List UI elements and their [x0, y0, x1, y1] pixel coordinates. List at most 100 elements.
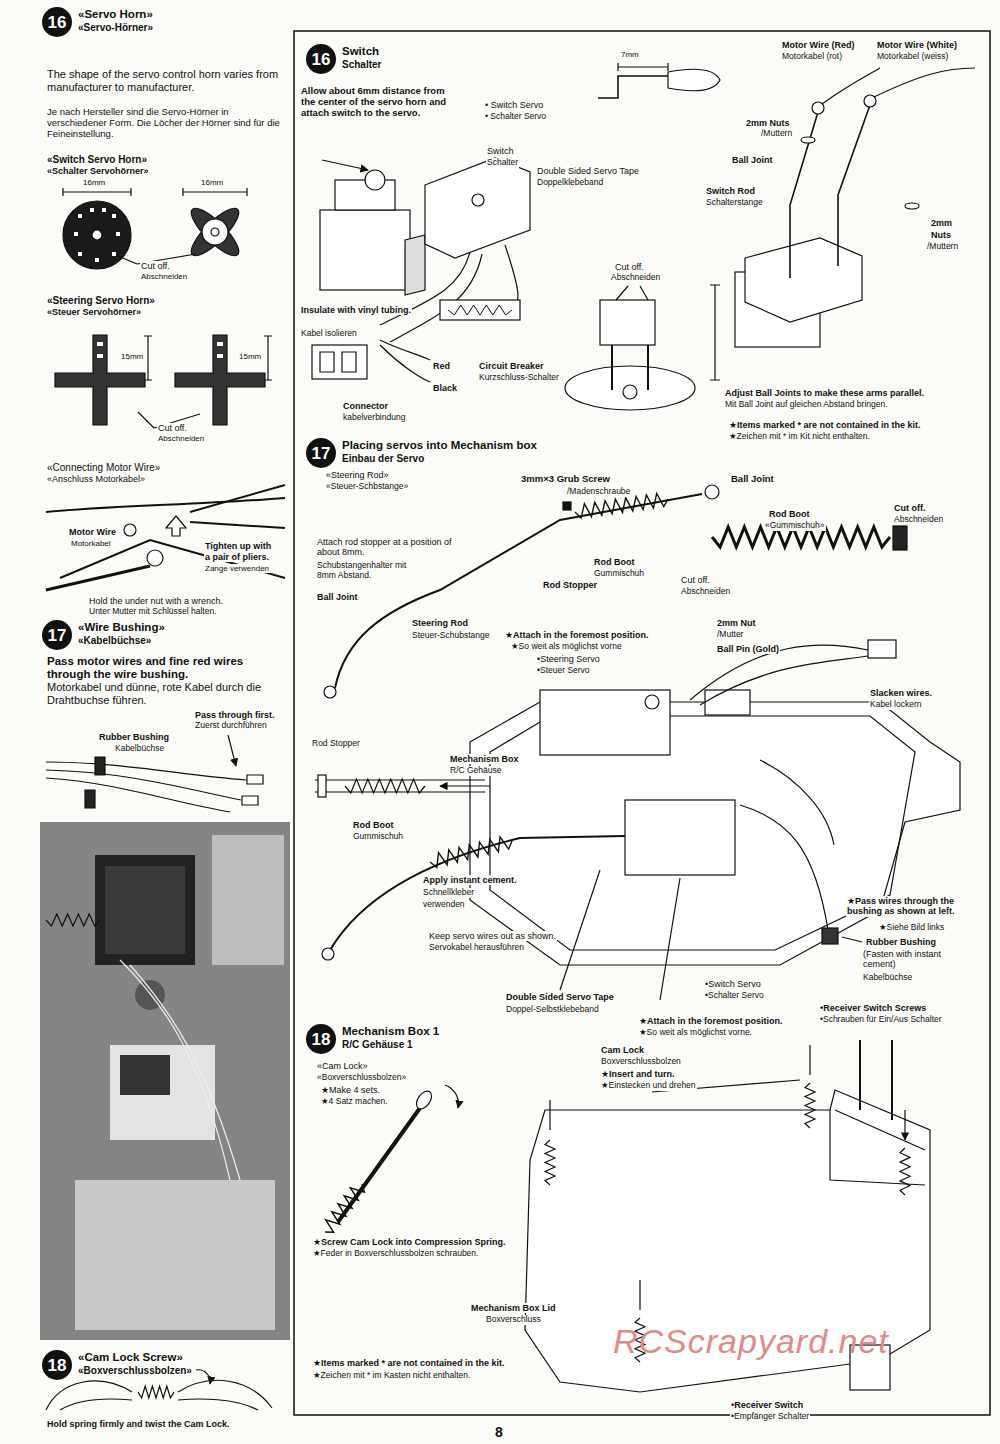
- step-heading: «Wire Bushing»«Kabelbüchse»: [78, 621, 165, 647]
- part-label: Abschneiden: [893, 515, 944, 525]
- part-label: «Boxverschlussbolzen»: [316, 1073, 407, 1083]
- part-label: Abschneiden: [610, 273, 661, 283]
- photo-part: [135, 980, 165, 1010]
- part-label: ★So weit als möglichst vorne: [510, 642, 623, 652]
- part-label: /Muttern: [760, 129, 793, 139]
- part-label: Rubber Bushing: [98, 732, 170, 742]
- part-label: 2mm: [930, 218, 953, 228]
- part-label: «Cam Lock»: [316, 1061, 369, 1071]
- direction-arrow: [166, 516, 186, 536]
- part-label: Rod Boot: [352, 820, 395, 830]
- motor-terminal: [60, 540, 285, 578]
- part-label: Rod Boot: [593, 557, 636, 567]
- screw: [860, 1040, 892, 1120]
- part-label: «Connecting Motor Wire»: [46, 462, 161, 474]
- part-label: 3mm×3 Grub Screw: [520, 474, 611, 485]
- switch-nub: [472, 194, 484, 206]
- part-label: R/C Gehäuse: [449, 766, 503, 776]
- switch-servo: [625, 800, 735, 875]
- part-label: /Madenschraube: [566, 487, 631, 497]
- part-label: Double Sided Servo Tape: [536, 166, 640, 176]
- part-label: Ball Joint: [316, 592, 359, 602]
- part-label: 2mm Nut: [716, 618, 757, 628]
- spring: [805, 1083, 815, 1128]
- dimension-line: [144, 336, 272, 380]
- spring: [900, 1148, 910, 1195]
- part-label: Schalterstange: [705, 198, 764, 208]
- part-label: /Muttern: [926, 242, 959, 252]
- part-label: Cut off.: [614, 262, 645, 272]
- photo-servo: [95, 855, 195, 965]
- step-title: «Servo-Hörner»: [78, 22, 153, 34]
- servo-tape: [405, 235, 425, 295]
- step-title: «Cam Lock Screw»: [78, 1351, 192, 1365]
- ball-joint: [322, 948, 334, 960]
- rubber-bushing: [85, 757, 105, 808]
- page-number: 8: [494, 1424, 504, 1440]
- hands: [46, 1380, 272, 1410]
- photo-servo: [105, 866, 185, 954]
- leader-line: [380, 340, 430, 382]
- part-label: Steering Rod: [411, 618, 469, 628]
- part-label: Zange verwenden: [204, 564, 270, 573]
- part-label: •Steering Servo: [536, 654, 601, 664]
- rubber-bushing: [822, 928, 838, 944]
- step-number-circle: 18Mechanism Box 1R/C Gehäuse 1: [306, 1024, 336, 1054]
- part-label: Schnellkleber: [422, 888, 475, 898]
- part-label: •Steuer Servo: [536, 666, 591, 676]
- part-label: Connector: [342, 401, 389, 411]
- part-label: ★Siehe Bild links: [878, 923, 945, 933]
- part-label: Kabelbüchse: [862, 973, 913, 983]
- leader-line: [842, 937, 862, 942]
- connector-pins: [320, 352, 356, 372]
- part-label: Motor Wire: [68, 527, 117, 537]
- part-label: Rubber Bushing: [865, 937, 937, 947]
- part-label: Rod Stopper: [311, 739, 361, 749]
- part-label: Motorkabel und dünne, rote Kabel durch d…: [46, 681, 288, 706]
- wires: [690, 645, 868, 930]
- photo-motor: [212, 835, 284, 965]
- switch-posts: [612, 345, 648, 390]
- part-label: Switch Rod: [705, 186, 756, 196]
- part-label: Cut off.: [680, 575, 711, 585]
- step-number: 16: [312, 51, 331, 68]
- part-label: •Schalter Servo: [704, 991, 765, 1001]
- part-label: ★Attach in the foremost position.: [638, 1016, 784, 1026]
- part-label: Je nach Hersteller sind die Servo-Hörner…: [46, 107, 288, 140]
- step-number-circle: 18«Cam Lock Screw»«Boxverschlussbolzen»: [42, 1350, 72, 1380]
- step-title: R/C Gehäuse 1: [342, 1039, 439, 1051]
- part-label: 15mm: [238, 352, 262, 361]
- part-label: Mechanism Box Lid: [470, 1303, 557, 1313]
- part-label: a pair of pliers.: [204, 552, 270, 562]
- part-label: ★Items marked * are not contained in the…: [728, 420, 922, 430]
- part-label: Motor Wire (Red): [781, 40, 855, 50]
- motor-wires: [822, 68, 975, 104]
- part-label: kabelverbindung: [342, 413, 406, 423]
- step-heading: «Cam Lock Screw»«Boxverschlussbolzen»: [78, 1351, 192, 1377]
- connector: [868, 640, 896, 658]
- photo-switch: [120, 1055, 170, 1095]
- part-label: •Empfänger Schalter: [730, 1412, 810, 1422]
- part-label: «Schalter Servohörner»: [46, 166, 150, 176]
- photo-wires: [120, 960, 240, 1180]
- horn-holes: [97, 342, 223, 358]
- wires: [46, 762, 246, 812]
- wrench: [46, 566, 150, 590]
- part-label: ★Zeichen mit * im Kasten nicht enthalten…: [312, 1371, 471, 1381]
- horn-hub: [202, 219, 228, 245]
- step-number: 18: [48, 1357, 67, 1374]
- wires: [380, 245, 518, 342]
- photo-switch: [110, 1045, 215, 1140]
- motor-wire: [46, 498, 285, 512]
- servo-horn-disc: [63, 201, 131, 269]
- part-label: verwenden: [422, 900, 466, 910]
- part-label: 7mm: [620, 50, 640, 59]
- switch-base: [565, 366, 695, 410]
- part-label: Cut off.: [140, 261, 171, 271]
- circuit-breaker: [440, 300, 520, 320]
- part-label: «Gummischuh»: [764, 521, 826, 531]
- part-label: •Switch Servo: [704, 979, 762, 989]
- steering-rod: [330, 836, 625, 950]
- leader-line: [560, 870, 680, 1000]
- part-label: Cut off.: [893, 503, 927, 513]
